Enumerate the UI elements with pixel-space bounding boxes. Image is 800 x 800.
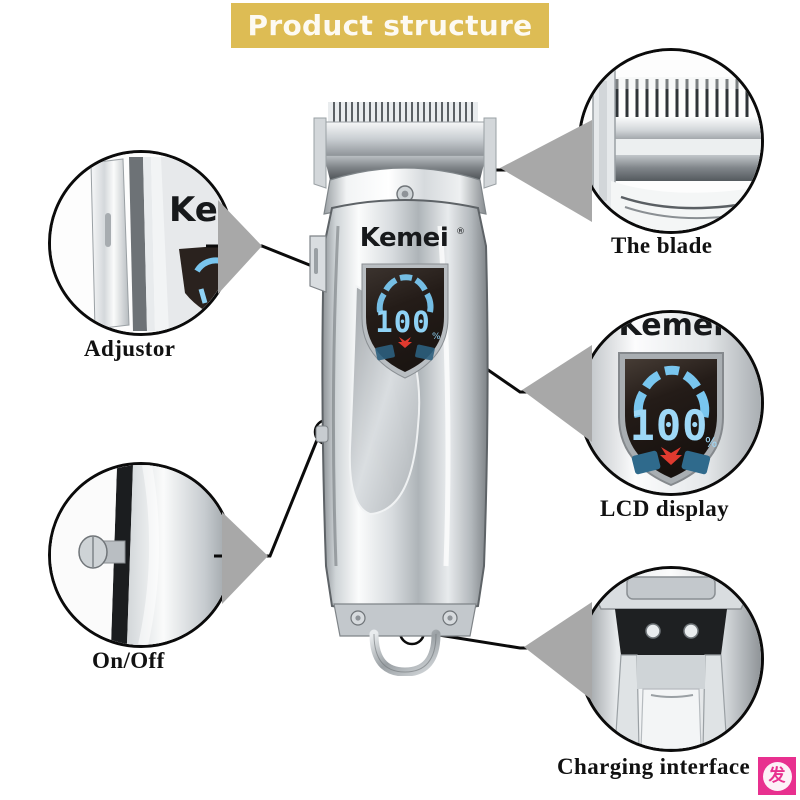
- wedge-blade: [500, 120, 592, 222]
- blade-bracket-right: [483, 117, 497, 189]
- wedge-onoff: [222, 512, 268, 604]
- wedge-lcd: [522, 345, 592, 442]
- blade-plate: [319, 121, 491, 157]
- watermark-glyph: 发: [768, 765, 786, 786]
- lcd-alert-icon: [398, 337, 412, 348]
- page-title-banner: Product structure: [231, 3, 549, 48]
- magnifier-lcd: Kemei 100 %: [578, 310, 764, 496]
- bottom-screw-left: [350, 610, 366, 626]
- callout-label-charging-interface: Charging interface: [557, 754, 751, 779]
- magnifier-charging-image: [581, 569, 761, 749]
- blade-bracket-left: [313, 117, 327, 189]
- callout-label-blade: The blade: [611, 233, 713, 258]
- svg-text:%: %: [705, 436, 717, 451]
- watermark-logo: 发: [758, 757, 796, 795]
- lcd-unit: %: [432, 332, 441, 342]
- magnifier-lcd-image: Kemei 100 %: [581, 313, 761, 493]
- brand-logo-text: Kemei: [360, 223, 448, 253]
- svg-text:Ke: Ke: [169, 190, 218, 230]
- body-shadow-edge: [331, 225, 340, 567]
- magnifier-onoff-image: [51, 465, 231, 645]
- power-button[interactable]: [315, 425, 329, 443]
- watermark-disc: 发: [762, 761, 792, 791]
- wedge-charging: [524, 602, 592, 700]
- lcd-value: 100: [375, 305, 430, 339]
- callout-label-adjustor: Adjustor: [84, 336, 176, 361]
- bottom-screw-right: [442, 610, 458, 626]
- lcd-icon-left: [375, 344, 395, 361]
- hanging-ring: [369, 629, 441, 676]
- page-title: Product structure: [247, 9, 533, 42]
- callout-label-onoff: On/Off: [92, 648, 165, 673]
- callout-label-lcd-display: LCD display: [600, 496, 730, 521]
- svg-text:100: 100: [630, 401, 709, 450]
- adjustor-grip: [314, 248, 318, 274]
- magnifier-blade: [578, 48, 764, 234]
- lcd-display-shield[interactable]: 100 %: [361, 263, 449, 379]
- lcd-battery-arc: [376, 274, 434, 313]
- head-screw: [396, 185, 414, 203]
- wedge-adjustor: [218, 200, 262, 294]
- bottom-cap: [333, 603, 477, 637]
- lcd-icon-right: [415, 344, 435, 361]
- blade-teeth: [328, 102, 478, 124]
- brand-registered-mark: ®: [456, 227, 465, 237]
- product-image-clipper: Kemei ® 100 %: [309, 102, 497, 676]
- magnifier-blade-image: [581, 51, 761, 231]
- magnifier-onoff: [48, 462, 234, 648]
